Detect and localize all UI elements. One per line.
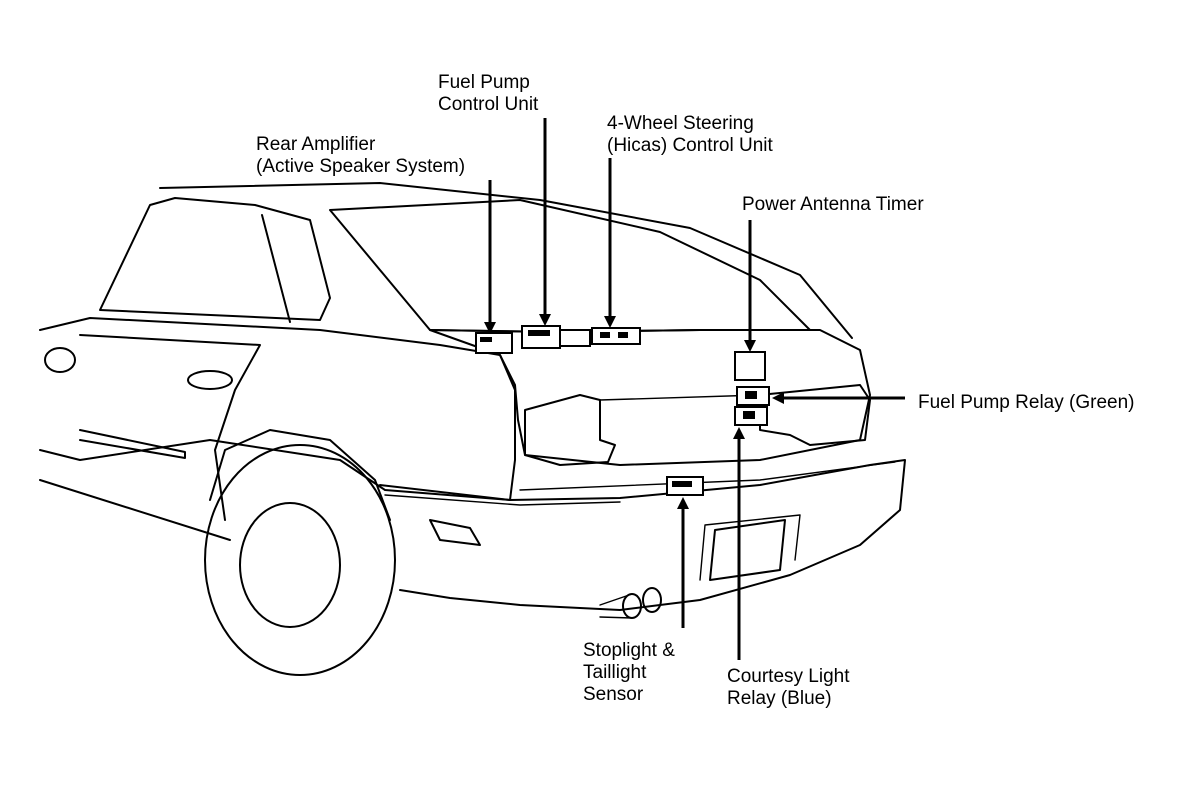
label-line: Control Unit <box>438 94 539 115</box>
label-line: Sensor <box>583 684 644 705</box>
car-outline <box>39 182 906 676</box>
fuel-pump-control-unit-component <box>521 325 591 349</box>
label-power-antenna-timer: Power Antenna Timer <box>742 194 924 216</box>
rear-bumper <box>379 459 906 611</box>
label-fuel-pump-control-unit: Fuel Pump Control Unit <box>438 72 538 116</box>
left-tail-light <box>524 394 616 466</box>
exhaust-pipe <box>599 593 633 619</box>
rear-side-window <box>99 197 331 321</box>
rear-wheel-rim <box>239 502 341 628</box>
label-4-wheel-steering: 4-Wheel Steering (Hicas) Control Unit <box>607 113 773 157</box>
arrow-hicas <box>604 316 616 328</box>
license-recess <box>699 514 801 581</box>
bumper-reflector <box>429 519 481 546</box>
label-line: Fuel Pump Relay (Green) <box>918 392 1135 413</box>
rear-door <box>79 334 261 521</box>
body-side <box>39 317 516 501</box>
rear-wheel-tire <box>204 444 396 676</box>
courtesy-light-relay-component <box>734 406 768 426</box>
side-molding <box>79 429 186 459</box>
label-courtesy-light-relay: Courtesy Light Relay (Blue) <box>727 666 850 710</box>
stoplight-sensor-component <box>666 476 704 496</box>
exhaust-tip-left <box>622 593 642 619</box>
rocker-panel <box>39 479 231 541</box>
license-plate <box>709 519 786 581</box>
roof-line <box>159 182 853 339</box>
label-rear-amplifier: Rear Amplifier (Active Speaker System) <box>256 134 465 178</box>
label-line: 4-Wheel Steering <box>607 113 754 134</box>
wheel-arch <box>209 429 391 521</box>
label-line: Courtesy Light <box>727 666 850 687</box>
rear-amplifier-component <box>475 332 513 354</box>
hicas-control-unit-component <box>591 327 641 345</box>
label-line: (Active Speaker System) <box>256 156 466 177</box>
arrow-power-antenna-timer <box>744 340 756 352</box>
label-fuel-pump-relay: Fuel Pump Relay (Green) <box>918 392 1134 414</box>
leader-lines <box>484 118 905 660</box>
label-line: Taillight <box>583 662 647 683</box>
label-stoplight-sensor: Stoplight & Taillight Sensor <box>583 640 675 706</box>
label-line: Relay (Blue) <box>727 688 832 709</box>
right-tail-light <box>759 384 871 446</box>
power-antenna-timer-component <box>734 351 766 381</box>
label-line: Power Antenna Timer <box>742 194 924 215</box>
exhaust-tip-right <box>642 587 662 613</box>
door-handle <box>187 370 233 390</box>
rear-window <box>329 199 811 333</box>
arrow-courtesy-light-relay <box>733 427 745 439</box>
arrow-rear-amplifier <box>484 322 496 334</box>
fuel-door <box>44 347 76 373</box>
window-pillar <box>261 214 291 323</box>
arrow-fuel-pump-relay <box>772 392 784 404</box>
bumper-molding <box>384 461 896 506</box>
arrow-fuel-pump-control-unit <box>539 314 551 326</box>
arrow-stoplight-sensor <box>677 497 689 509</box>
label-line: (Hicas) Control Unit <box>607 135 773 156</box>
fuel-pump-relay-component <box>736 386 770 406</box>
label-line: Rear Amplifier <box>256 134 376 155</box>
label-line: Fuel Pump <box>438 72 530 93</box>
label-line: Stoplight & <box>583 640 675 661</box>
trim-line <box>599 394 761 401</box>
